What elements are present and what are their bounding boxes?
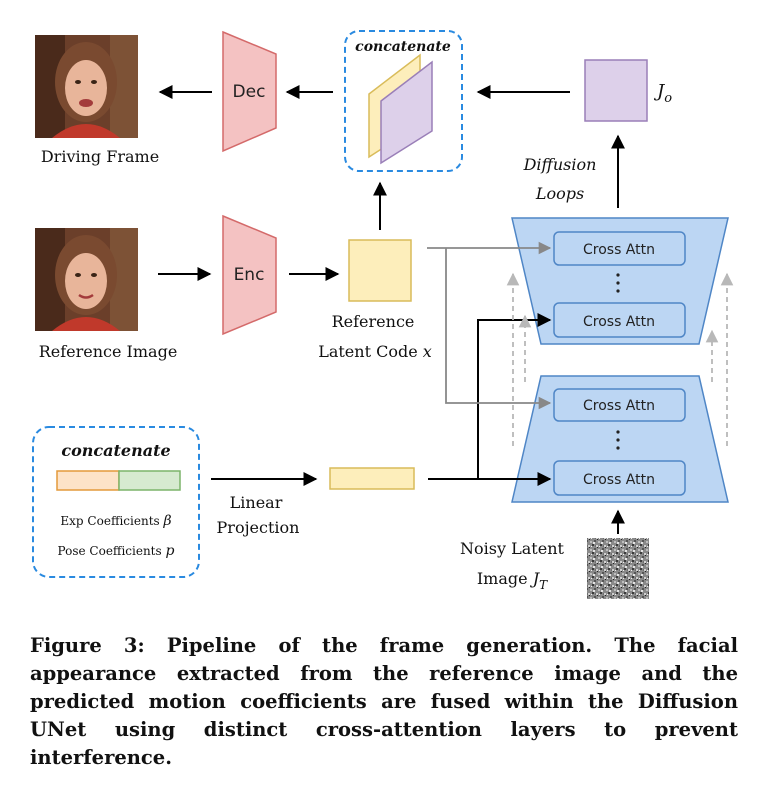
cross-attn-box <box>553 231 686 266</box>
cross-attn-box <box>553 388 686 422</box>
output-latent-label: Jo <box>653 81 672 106</box>
reference-image <box>35 228 138 331</box>
arrow-motion-to-upper-attn <box>428 313 552 480</box>
concatenate-bottom-label: concatenate <box>61 441 170 460</box>
noisy-latent-image <box>587 538 649 599</box>
vertical-ellipsis <box>616 430 620 450</box>
cross-attn-box <box>553 460 686 496</box>
encoder-block <box>222 214 277 336</box>
projection-label: Projection <box>217 518 300 537</box>
decoder-label: Dec <box>233 82 266 102</box>
cross-attn-label: Cross Attn <box>583 314 655 330</box>
cross-attn-label: Cross Attn <box>583 398 655 414</box>
driving-frame-image <box>35 35 138 138</box>
reference-latent-label-2: Latent Code x <box>318 342 432 361</box>
concatenate-top-box <box>344 30 463 172</box>
reference-image-label: Reference Image <box>39 342 178 361</box>
loops-label: Loops <box>535 184 584 203</box>
reference-latent-box <box>348 239 412 302</box>
diffusion-label: Diffusion <box>523 155 597 174</box>
exp-coefficients-label: Exp Coefficients β <box>60 513 171 529</box>
pipeline-diagram: Driving Frame Reference Image Dec Enc co… <box>32 30 734 599</box>
pose-coefficients-bar <box>118 470 181 491</box>
vertical-ellipsis <box>616 273 620 293</box>
decoder-block <box>222 30 277 153</box>
encoder-label: Enc <box>234 265 265 285</box>
driving-frame-label: Driving Frame <box>41 147 159 166</box>
concatenate-top-label: concatenate <box>355 39 451 55</box>
noisy-latent-label-1: Noisy Latent <box>460 539 564 558</box>
projected-motion-latent <box>329 467 415 490</box>
linear-label: Linear <box>230 493 283 512</box>
noisy-latent-label-2: Image JT <box>477 569 548 592</box>
cross-attn-label: Cross Attn <box>583 472 655 488</box>
cross-attn-label: Cross Attn <box>583 242 655 258</box>
concat-output-layer <box>380 60 433 165</box>
exp-coefficients-bar <box>56 470 120 491</box>
reference-latent-label-1: Reference <box>332 312 415 331</box>
pose-coefficients-label: Pose Coefficients p <box>58 543 175 559</box>
figure-caption: Figure 3: Pipeline of the frame generati… <box>30 634 738 769</box>
cross-attn-box <box>553 302 686 338</box>
output-latent-box <box>584 59 648 122</box>
arrow-latent-to-lower-attn <box>445 248 552 410</box>
